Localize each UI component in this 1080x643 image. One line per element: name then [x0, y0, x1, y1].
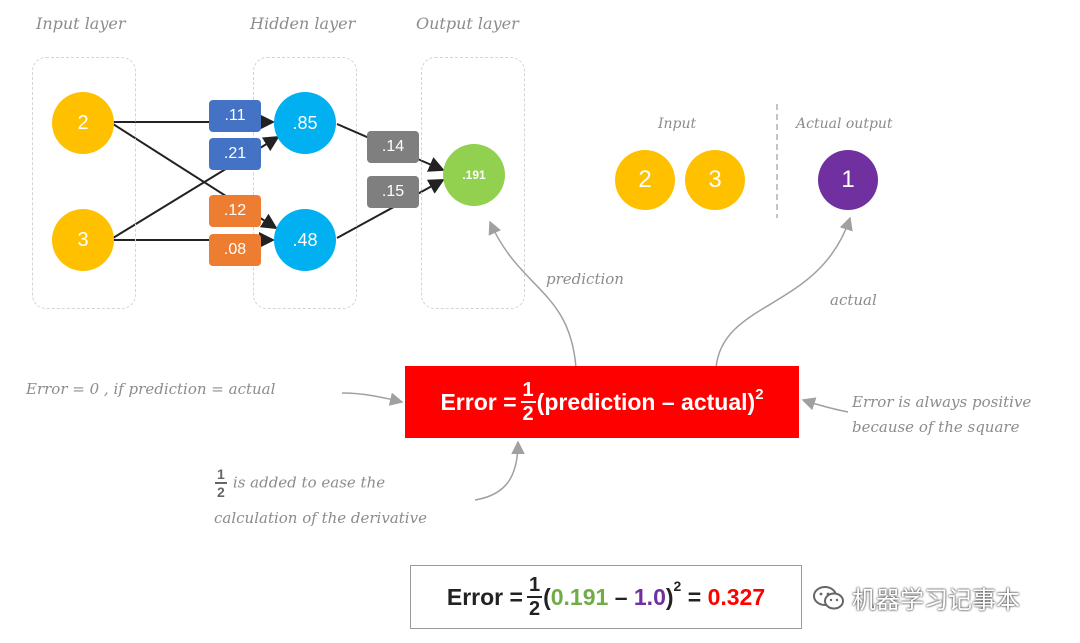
weight-box-w5: .14 — [367, 131, 419, 163]
error-calculation-box: Error = 1 2 ( 0.191 – 1.0 )2 = 0.327 — [410, 565, 802, 629]
half-note: 1 2 is added to ease the — [214, 467, 385, 499]
weight-box-w4: .08 — [209, 234, 261, 266]
arrow-positive — [801, 397, 849, 413]
formula-body: (prediction – actual) — [536, 388, 756, 415]
actual-label: actual — [830, 291, 877, 309]
formula-power: 2 — [755, 386, 764, 403]
input-layer-box — [32, 57, 136, 309]
edge-48-out — [336, 179, 445, 239]
hidden-node-bottom: .48 — [274, 209, 336, 271]
watermark: 机器学习记事本 — [812, 580, 1020, 615]
hidden-layer-box — [253, 57, 357, 309]
calc-equals: = — [681, 583, 708, 610]
weight-box-w3: .12 — [209, 195, 261, 227]
formula-lhs: Error = — [440, 388, 517, 415]
hidden-layer-title: Hidden layer — [250, 14, 356, 33]
calc-prediction: 0.191 — [550, 583, 609, 610]
calc-lhs: Error = — [446, 583, 523, 610]
input-node-top: 2 — [52, 92, 114, 154]
error-formula-box: Error = 1 2 (prediction – actual)2 — [405, 366, 799, 438]
panel-input-node-2: 3 — [685, 150, 745, 210]
input-layer-title: Input layer — [36, 14, 126, 33]
weight-box-w6: .15 — [367, 176, 419, 208]
output-node: .191 — [443, 144, 505, 206]
calc-close-paren: ) — [665, 583, 674, 610]
formula-fraction-den: 2 — [522, 403, 534, 425]
hidden-node-top: .85 — [274, 92, 336, 154]
calc-minus: – — [608, 583, 634, 610]
calc-open-paren: ( — [543, 583, 551, 610]
error-zero-note: Error = 0 , if prediction = actual — [26, 380, 276, 398]
positive-note-line1: Error is always positive — [852, 393, 1032, 411]
prediction-label: prediction — [546, 270, 624, 288]
panel-input-label: Input — [658, 116, 697, 132]
calc-fraction-den: 2 — [528, 598, 541, 620]
input-node-bottom: 3 — [52, 209, 114, 271]
calc-power: 2 — [673, 578, 682, 594]
weight-box-w1: .11 — [209, 100, 261, 132]
half-fraction-num: 1 — [215, 466, 227, 484]
calc-result: 0.327 — [707, 583, 766, 610]
calc-fraction: 1 2 — [526, 574, 543, 620]
panel-actual-node: 1 — [818, 150, 878, 210]
weight-box-w2: .21 — [209, 138, 261, 170]
half-fraction: 1 2 — [215, 467, 227, 499]
calc-actual: 1.0 — [633, 583, 666, 610]
output-layer-box — [421, 57, 525, 309]
positive-note-line2: because of the square — [852, 418, 1020, 436]
calc-fraction-num: 1 — [526, 574, 543, 598]
formula-fraction: 1 2 — [520, 379, 536, 425]
half-fraction-den: 2 — [217, 484, 225, 500]
wechat-icon — [813, 585, 844, 609]
arrow-prediction — [488, 220, 577, 369]
arrow-actual — [715, 216, 853, 369]
arrow-half — [474, 440, 525, 501]
watermark-text: 机器学习记事本 — [852, 586, 1020, 614]
half-note-line1: is added to ease the — [232, 473, 386, 492]
output-layer-title: Output layer — [416, 14, 519, 33]
half-note-line2: calculation of the derivative — [214, 509, 427, 527]
formula-fraction-num: 1 — [520, 379, 536, 403]
panel-actual-label: Actual output — [796, 116, 893, 132]
arrow-error-zero — [341, 392, 404, 406]
panel-input-node-1: 2 — [615, 150, 675, 210]
